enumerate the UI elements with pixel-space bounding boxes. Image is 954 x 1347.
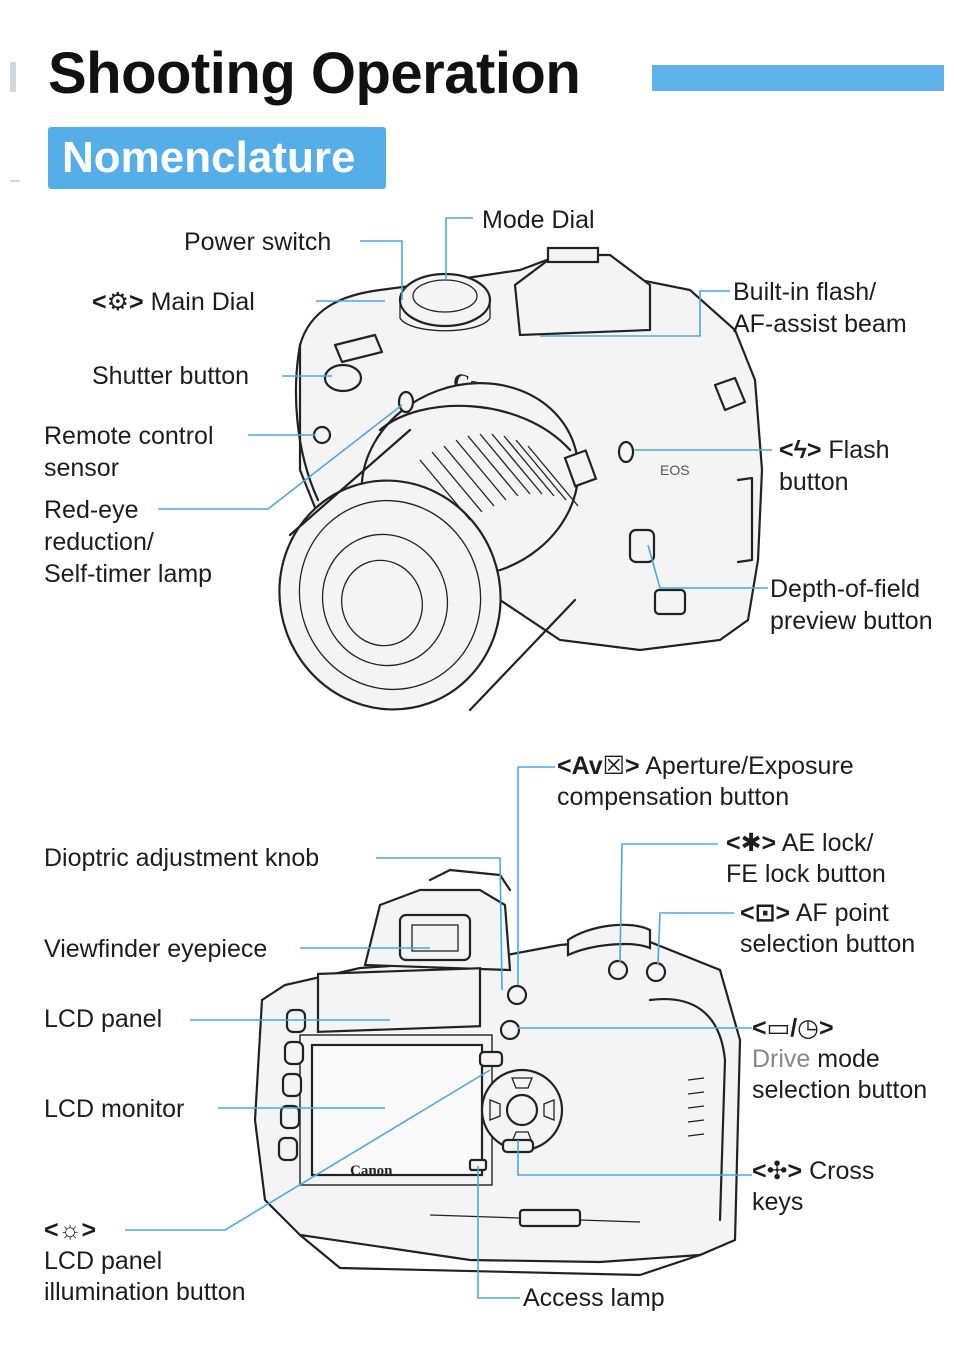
label-drive-line1: Drive mode: [752, 1043, 880, 1075]
label-shutter-button: Shutter button: [92, 362, 250, 390]
label-drive-mode-word: mode: [810, 1045, 880, 1073]
label-access-lamp: Access lamp: [523, 1284, 665, 1312]
cross-keys-icon: <✣>: [752, 1157, 803, 1185]
margin-tab: [10, 62, 16, 92]
label-av-line1: <Av☒> Aperture/Exposure: [557, 750, 854, 782]
label-lcd-monitor: LCD monitor: [44, 1095, 185, 1123]
title-accent-bar: [652, 65, 944, 91]
label-flash-button-text: Flash: [828, 436, 890, 464]
margin-mark: [10, 180, 20, 182]
label-red-eye-line1: Red-eye: [44, 496, 139, 524]
back-brand-logo: Canon: [350, 1163, 393, 1179]
lens-drawing: [278, 382, 598, 712]
front-leader-lines: [158, 217, 772, 589]
label-eyepiece: Viewfinder eyepiece: [44, 935, 268, 963]
label-af-line1: <⊡> AF point: [740, 897, 889, 929]
page-title: Shooting Operation: [48, 41, 581, 106]
label-power-switch: Power switch: [184, 228, 332, 256]
label-av-text: Aperture/Exposure: [645, 752, 854, 780]
label-illum-line1: LCD panel: [44, 1247, 163, 1275]
flash-icon: <ϟ>: [779, 436, 822, 464]
drive-mode-icon: <▭/◷>: [752, 1014, 834, 1042]
label-av-line2: compensation button: [557, 783, 790, 811]
label-flash-button-line1: <ϟ> Flash: [779, 434, 890, 466]
camera-back-drawing: Canon: [253, 868, 742, 1277]
front-model-logo: EOS: [660, 462, 690, 478]
section-title: Nomenclature: [62, 133, 356, 182]
label-ae-line2: FE lock button: [726, 860, 886, 888]
label-drive-symbol: <▭/◷>: [752, 1012, 834, 1044]
label-remote-sensor-line2: sensor: [44, 454, 120, 482]
label-red-eye-line2: reduction/: [44, 528, 154, 556]
label-af-line2: selection button: [740, 930, 916, 958]
label-main-dial: <⚙> Main Dial: [92, 286, 255, 318]
label-cross-line2: keys: [752, 1188, 804, 1216]
label-dioptric: Dioptric adjustment knob: [44, 844, 320, 872]
main-dial-icon: <⚙>: [92, 288, 144, 316]
label-ae-line1: <✱> AE lock/: [726, 827, 873, 859]
back-leader-lines: [125, 766, 752, 1299]
label-dof-line2: preview button: [770, 607, 933, 635]
label-flash-line1: Built-in flash/: [733, 278, 877, 306]
camera-front-drawing: Canon EOS: [278, 246, 764, 712]
label-dof-line1: Depth-of-field: [770, 575, 921, 603]
ae-lock-icon: <✱>: [726, 829, 777, 857]
label-af-text: AF point: [795, 899, 889, 927]
label-drive-line2: selection button: [752, 1076, 928, 1104]
label-illum-line2: illumination button: [44, 1278, 246, 1306]
illumination-icon: <☼>: [44, 1216, 97, 1244]
label-flash-line2: AF-assist beam: [733, 310, 907, 338]
label-drive-word: Drive: [752, 1045, 811, 1073]
label-flash-button-line2: button: [779, 468, 849, 496]
label-lcd-panel: LCD panel: [44, 1005, 163, 1033]
av-exposure-icon: <Av☒>: [557, 752, 640, 780]
label-red-eye-line3: Self-timer lamp: [44, 560, 213, 588]
label-ae-text: AE lock/: [781, 829, 874, 857]
label-cross-text: Cross: [809, 1157, 875, 1185]
af-point-icon: <⊡>: [740, 899, 791, 927]
label-main-dial-text: Main Dial: [150, 288, 255, 316]
label-mode-dial: Mode Dial: [482, 206, 595, 234]
section-badge: Nomenclature: [48, 127, 386, 189]
label-remote-sensor-line1: Remote control: [44, 422, 214, 450]
label-cross-line1: <✣> Cross: [752, 1155, 874, 1187]
label-illum-symbol: <☼>: [44, 1214, 96, 1246]
